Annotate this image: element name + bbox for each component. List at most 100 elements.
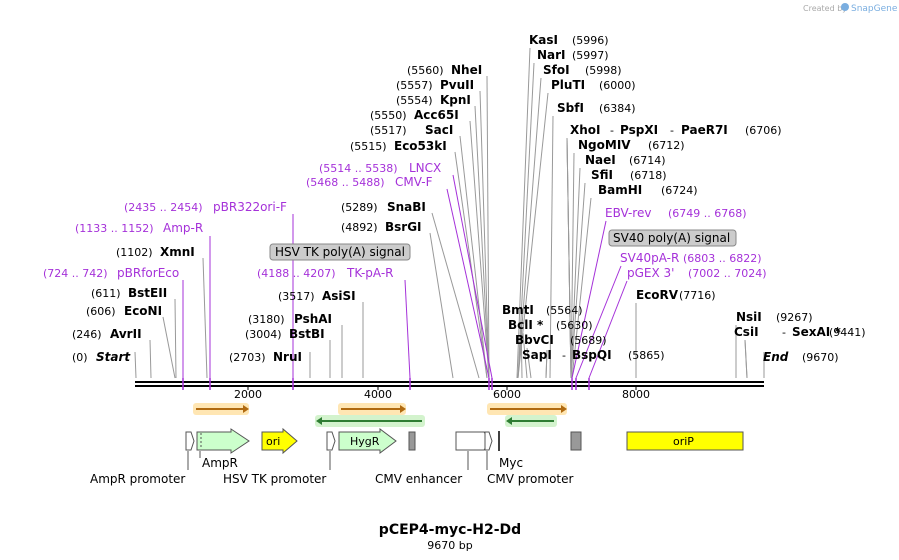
site-pos-ecorv: (7716) [679,289,716,302]
site-name-paer7i: PaeR7I [681,123,728,137]
site-pos-avrii: (246) [72,328,102,341]
primer-name-lncx: LNCX [409,161,441,175]
leader-line [474,105,490,379]
leader-line [588,280,628,379]
leader-line [149,339,152,379]
site-name-bamhi: BamHI [598,183,642,197]
site-pos-acc65i: (5550) [370,109,407,122]
cmv-enhancer-label: CMV enhancer [375,472,462,486]
site-name-pshai: PshAI [294,312,332,326]
leader-line [570,152,575,379]
tick-label-2000: 2000 [234,388,262,401]
site-joiner-pspxi: - [670,124,674,137]
primer-name-tk-pa-r: TK-pA-R [346,266,394,280]
site-pos-xmni: (1102) [116,246,153,259]
leader-line [486,75,490,379]
site-pos-econi: (606) [86,305,116,318]
site-pos-saci: (5517) [370,124,407,137]
site-name-csii: CsiI [734,325,759,339]
watermark-brand: SnapGene [851,4,898,14]
cmv-promoter-label: CMV promoter [487,472,574,486]
site-name-sfii: SfiI [591,168,613,182]
leader-line [566,137,572,379]
site-name-acc65i: Acc65I [414,108,459,122]
site-pos-nhei: (5560) [407,64,444,77]
site-pos-nrui: (2703) [229,351,266,364]
map-title: pCEP4-myc-H2-Dd [379,522,521,538]
site-name-ngomiv: NgoMIV [578,138,631,152]
site-labels: (0)Start(246)AvrII(606)EcoNI(611)BstEII(… [43,33,866,364]
orip-feature [626,431,744,451]
primer-name-amp-r: Amp-R [163,221,203,235]
site-name-sexai: SexAI * [792,325,841,339]
primer-name-cmv-f: CMV-F [395,175,433,189]
site-pos-bbvci: (5689) [570,334,607,347]
orf-arrows [193,403,567,427]
leader-line [517,77,542,379]
site-pos-bstbi: (3004) [245,328,282,341]
leader-line [522,332,528,379]
site-name-xmni: XmnI [160,245,195,259]
primer-name-sv40pa-r: SV40pA-R [620,251,679,265]
leader-line [575,265,622,379]
sequence-backbone [135,381,764,387]
site-name-bspqi: BspQI [572,348,612,362]
site-name-bsrgi: BsrGI [385,220,422,234]
hygr-feature [338,428,397,454]
site-pos-bsteii: (611) [91,287,121,300]
site-pos-bmti: (5564) [546,304,583,317]
map-length: 9670 bp [427,539,472,552]
site-name-pspxi: PspXI [620,123,658,137]
site-pos-sbfi: (6384) [599,102,636,115]
site-pos-nari: (5997) [572,49,609,62]
site-pos-paer7i: (6706) [745,124,782,137]
site-pos-pvuii: (5557) [396,79,433,92]
site-name-nsii: NsiI [736,310,762,324]
watermark-prefix: Created by [803,4,847,13]
site-name-avrii: AvrII [110,327,142,341]
leader-line [452,174,493,379]
site-joiner-csii: - [782,326,786,339]
site-name-pluti: PluTI [551,78,585,92]
site-name-nhei: NheI [451,63,482,77]
leader-line [479,90,490,379]
primer-range-ebv-rev: (6749 .. 6768) [668,207,747,220]
sv40-polya-box: SV40 poly(A) signal [608,229,737,247]
leader-line [516,47,531,379]
site-pos-pluti: (6000) [599,79,636,92]
primer-name-pgex-3: pGEX 3' [627,266,674,280]
site-name-sfoi: SfoI [543,63,570,77]
site-name-ecorv: EcoRV [636,288,679,302]
ori-label: ori [266,435,280,448]
site-name-start: Start [96,350,131,364]
site-pos-bamhi: (6724) [661,184,698,197]
leader-line [454,151,488,379]
leader-line [571,197,592,379]
site-name-saci: SacI [425,123,453,137]
primer-range-lncx: (5514 .. 5538) [319,162,398,175]
sv40-polya-label: SV40 poly(A) signal [613,231,730,245]
site-name-pvuii: PvuII [440,78,474,92]
ori-feature [261,427,298,455]
leader-line [174,298,177,379]
site-pos-sfoi: (5998) [585,64,622,77]
site-pos-pshai: (3180) [248,313,285,326]
site-pos-kpni: (5554) [396,94,433,107]
site-name-end: End [763,350,789,364]
leader-line [570,182,586,379]
tick-label-4000: 4000 [364,388,392,401]
primer-name-pbr322ori-f: pBR322ori-F [213,200,287,214]
hsv-tk-polya-label: HSV TK poly(A) signal [275,245,405,259]
site-pos-eco53ki: (5515) [350,140,387,153]
site-pos-asisi: (3517) [278,290,315,303]
hsv-tk-polya-box: HSV TK poly(A) signal [269,243,411,261]
tick-label-8000: 8000 [622,388,650,401]
site-pos-sexai: (9441) [829,326,866,339]
primer-range-tk-pa-r: (4188 .. 4207) [257,267,336,280]
site-name-xhoi: XhoI [570,123,601,137]
tick-label-6000: 6000 [493,388,521,401]
site-name-naei: NaeI [585,153,616,167]
ampr-label: AmpR [202,456,238,470]
leader-line [446,188,490,379]
site-name-kasi: KasI [529,33,558,47]
